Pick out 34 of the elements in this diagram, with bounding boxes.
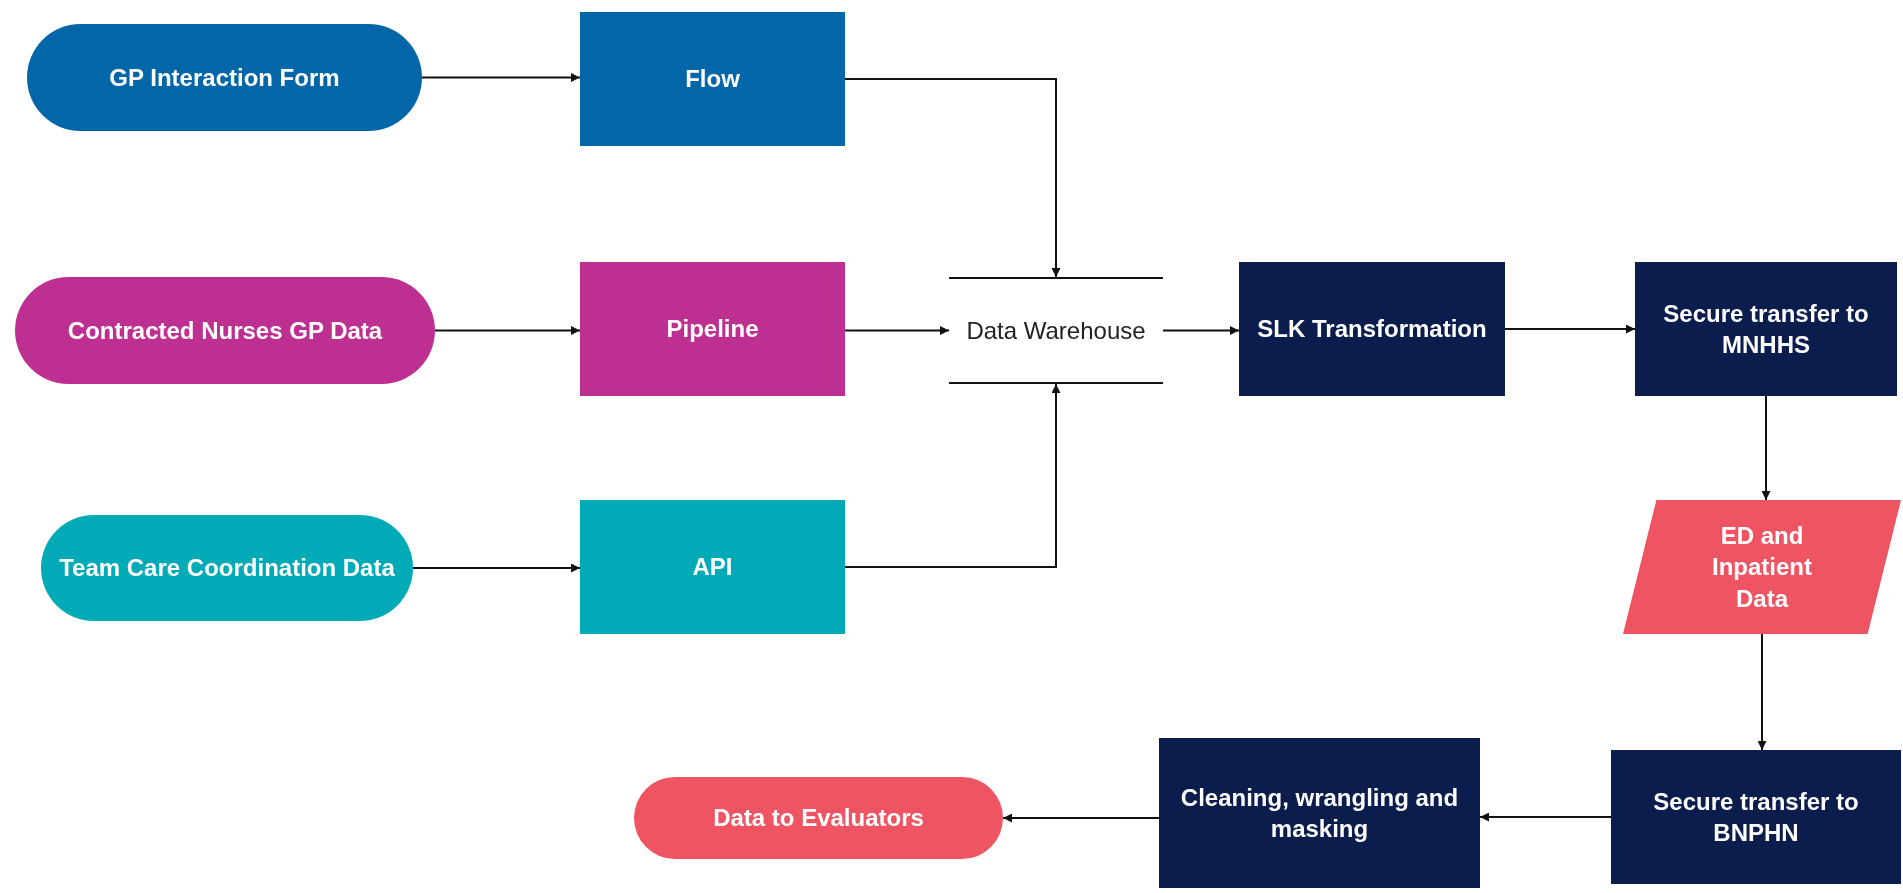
node-label: ED and Inpatient Data — [1711, 521, 1813, 614]
node-label: Cleaning, wrangling and masking — [1179, 782, 1460, 844]
node-label: Contracted Nurses GP Data — [67, 315, 383, 346]
data-store — [949, 277, 1163, 384]
node-label: Flow — [685, 64, 740, 95]
arrow — [412, 563, 581, 573]
arrow — [1162, 326, 1240, 335]
process-box — [580, 500, 845, 634]
arrow — [421, 73, 581, 82]
arrow — [434, 326, 581, 335]
node-label: Data Warehouse — [966, 315, 1146, 346]
process-box — [580, 12, 845, 146]
process-box — [1239, 262, 1505, 396]
process-box — [580, 262, 845, 396]
process-box — [1635, 262, 1897, 396]
node-label: Pipeline — [666, 314, 759, 345]
arrow — [844, 326, 950, 335]
arrow — [1002, 813, 1160, 823]
node-label: API — [692, 552, 733, 583]
arrow — [1761, 395, 1771, 501]
node-label: Secure transfer to MNHHS — [1662, 298, 1870, 360]
arrow — [1757, 633, 1767, 751]
arrow — [844, 78, 1061, 278]
process-box — [1611, 750, 1901, 884]
process-box — [1159, 738, 1480, 888]
arrow — [844, 383, 1061, 568]
node-label: GP Interaction Form — [109, 62, 340, 93]
node-label: SLK Transformation — [1257, 314, 1487, 345]
node-label: Secure transfer to BNPHN — [1652, 786, 1860, 848]
arrow — [1504, 324, 1636, 334]
node-label: Data to Evaluators — [713, 803, 924, 834]
arrow — [1479, 812, 1612, 822]
data-parallelogram — [1623, 500, 1901, 634]
node-label: Team Care Coordination Data — [59, 553, 395, 584]
